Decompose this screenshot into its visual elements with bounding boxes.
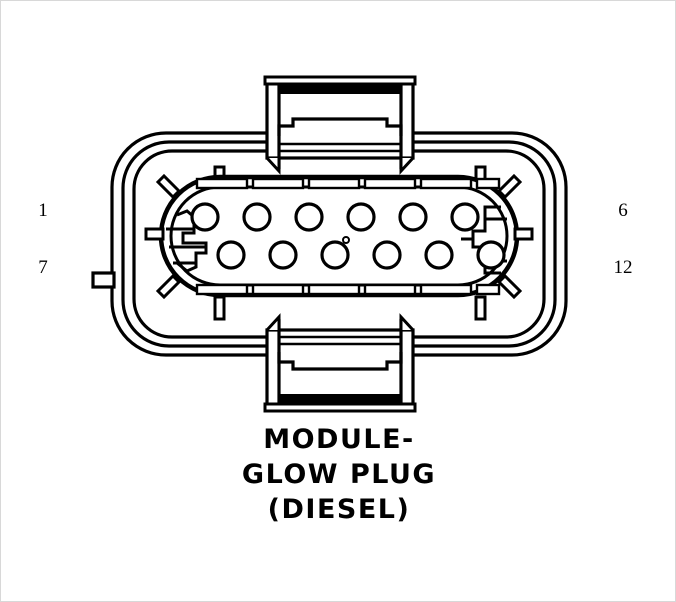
seal-seg-bot-5 <box>419 283 473 296</box>
inner-cavity-group <box>158 174 520 298</box>
seal-seg-bot-3 <box>307 283 361 296</box>
pin-number-label-top-left: 1 <box>38 200 48 221</box>
outer-shell-tab-left <box>91 271 116 289</box>
lower-rib-left <box>213 295 226 321</box>
caption-line-1: MODULE- <box>263 424 415 455</box>
cavity-pin-12 <box>476 240 506 270</box>
cavity-corner-spikes <box>155 173 523 300</box>
outer-shell-side-tabs <box>91 271 116 289</box>
seal-seg-bot-6 <box>475 283 501 296</box>
cavity-pin-5 <box>398 202 428 232</box>
bottom-tab-inner-step <box>277 352 403 371</box>
cavity-bottom-seal-segments <box>195 283 501 296</box>
seal-seg-bot-2 <box>251 283 305 296</box>
component-caption: MODULE- GLOW PLUG (DIESEL) <box>1 422 675 527</box>
top-tab-left-notch <box>265 156 281 175</box>
bottom-tab-right-notch <box>399 313 415 332</box>
cavity-side-tabs <box>144 227 534 241</box>
cavity-pin-8 <box>268 240 298 270</box>
top-tab-cap-bar <box>263 75 417 86</box>
top-tab-inner-step <box>277 117 403 136</box>
seal-seg-bot-1 <box>195 283 249 296</box>
cavity-pin-9 <box>320 240 350 270</box>
top-locking-tab <box>263 75 417 175</box>
cavity-pin-3 <box>294 202 324 232</box>
cavity-pin-1 <box>190 202 220 232</box>
seal-seg-top-2 <box>251 177 305 190</box>
cavity-pin-4 <box>346 202 376 232</box>
cavity-tab-left <box>144 227 165 241</box>
caption-line-3: (DIESEL) <box>267 494 411 525</box>
cavity-row-top <box>190 202 480 232</box>
alignment-dot-marker <box>342 236 350 244</box>
spike-top-left <box>155 173 182 200</box>
cavity-tab-right <box>513 227 534 241</box>
top-tab-right-notch <box>399 156 415 175</box>
spike-bottom-right <box>496 273 523 300</box>
seal-seg-top-6 <box>475 177 501 190</box>
bottom-tab-fill-bar <box>279 394 401 403</box>
pin-number-label-bottom-right: 12 <box>613 257 633 278</box>
spike-bottom-left <box>155 273 182 300</box>
inner-cavity-outline-inner <box>169 185 509 287</box>
top-tab-fill-bar <box>279 85 401 94</box>
bottom-locking-tab <box>263 313 417 413</box>
seal-seg-top-5 <box>419 177 473 190</box>
pin-number-label-top-right: 6 <box>618 200 628 221</box>
seal-seg-top-1 <box>195 177 249 190</box>
cavity-pin-7 <box>216 240 246 270</box>
cavity-pin-6 <box>450 202 480 232</box>
cavity-pin-10 <box>372 240 402 270</box>
cavity-top-seal-segments <box>195 177 501 190</box>
seal-seg-bot-4 <box>363 283 417 296</box>
bottom-tab-cap-bar <box>263 402 417 413</box>
seal-seg-top-4 <box>363 177 417 190</box>
cavity-pin-11 <box>424 240 454 270</box>
caption-line-2: GLOW PLUG <box>241 459 437 490</box>
cavity-row-bottom <box>216 240 506 270</box>
bottom-tab-left-notch <box>265 313 281 332</box>
lower-rib-group <box>213 295 487 321</box>
spike-top-right <box>496 173 523 200</box>
cavity-pin-2 <box>242 202 272 232</box>
pin-number-label-bottom-left: 7 <box>38 257 48 278</box>
lower-rib-right <box>474 295 487 321</box>
seal-seg-top-3 <box>307 177 361 190</box>
